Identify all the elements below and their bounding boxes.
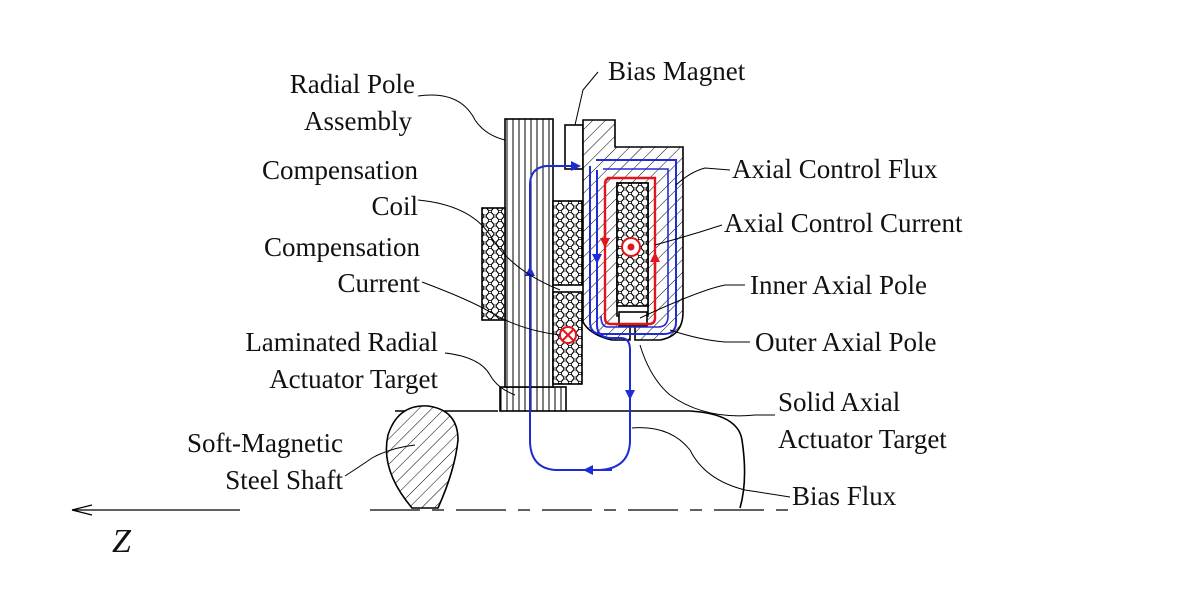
label-laminated-target-1: Laminated Radial xyxy=(245,327,438,357)
leader-radial-pole xyxy=(417,94,506,141)
leader-compensation-current xyxy=(421,281,561,336)
label-solid-target-1: Solid Axial xyxy=(778,387,900,417)
leader-axial-control-flux xyxy=(675,167,731,186)
label-radial-pole-1: Radial Pole xyxy=(290,69,415,99)
label-axial-control-current: Axial Control Current xyxy=(724,208,963,238)
label-compensation-coil-2: Coil xyxy=(371,191,418,221)
leader-outer-axial-pole xyxy=(669,329,750,343)
leader-compensation-coil xyxy=(417,199,561,291)
bias-flux-path xyxy=(529,165,631,471)
label-axial-control-flux: Axial Control Flux xyxy=(732,154,938,184)
label-compensation-coil-1: Compensation xyxy=(262,155,418,185)
leader-inner-axial-pole xyxy=(639,284,745,319)
inner-axial-pole-tip xyxy=(618,311,648,327)
label-compensation-current-2: Current xyxy=(338,268,421,298)
label-bias-magnet: Bias Magnet xyxy=(608,56,746,86)
axial-flux-outer-loop-inner xyxy=(600,168,669,328)
leader-bias-magnet xyxy=(574,71,599,126)
label-inner-axial-pole: Inner Axial Pole xyxy=(750,270,927,300)
leader-axial-control-current xyxy=(654,224,723,246)
leader-shaft xyxy=(344,444,416,477)
dot-in-circle-icon xyxy=(621,237,641,257)
leader-solid-target xyxy=(639,344,775,417)
compensation-coil-left xyxy=(481,207,506,321)
label-compensation-current-1: Compensation xyxy=(264,232,420,262)
axial-flux-outer-loop xyxy=(589,159,677,335)
bias-magnet xyxy=(564,124,584,170)
steel-shaft-section xyxy=(385,405,459,509)
label-shaft-2: Steel Shaft xyxy=(225,465,343,495)
axis-arrow-head xyxy=(71,504,93,516)
label-solid-target-2: Actuator Target xyxy=(778,424,947,454)
leader-bias-flux xyxy=(631,427,791,498)
label-axis-z: Z xyxy=(112,523,132,560)
label-shaft-1: Soft-Magnetic xyxy=(187,428,343,458)
leader-laminated-target xyxy=(444,352,516,396)
label-radial-pole-2: Assembly xyxy=(304,106,413,136)
compensation-coil-right-upper xyxy=(552,200,583,286)
label-outer-axial-pole: Outer Axial Pole xyxy=(755,327,936,357)
laminated-radial-target xyxy=(499,386,567,412)
label-laminated-target-2: Actuator Target xyxy=(269,364,438,394)
axial-pole-housing xyxy=(582,119,684,341)
cross-in-circle-icon xyxy=(559,326,577,344)
label-bias-flux: Bias Flux xyxy=(792,481,897,511)
control-flux-path xyxy=(603,176,657,326)
